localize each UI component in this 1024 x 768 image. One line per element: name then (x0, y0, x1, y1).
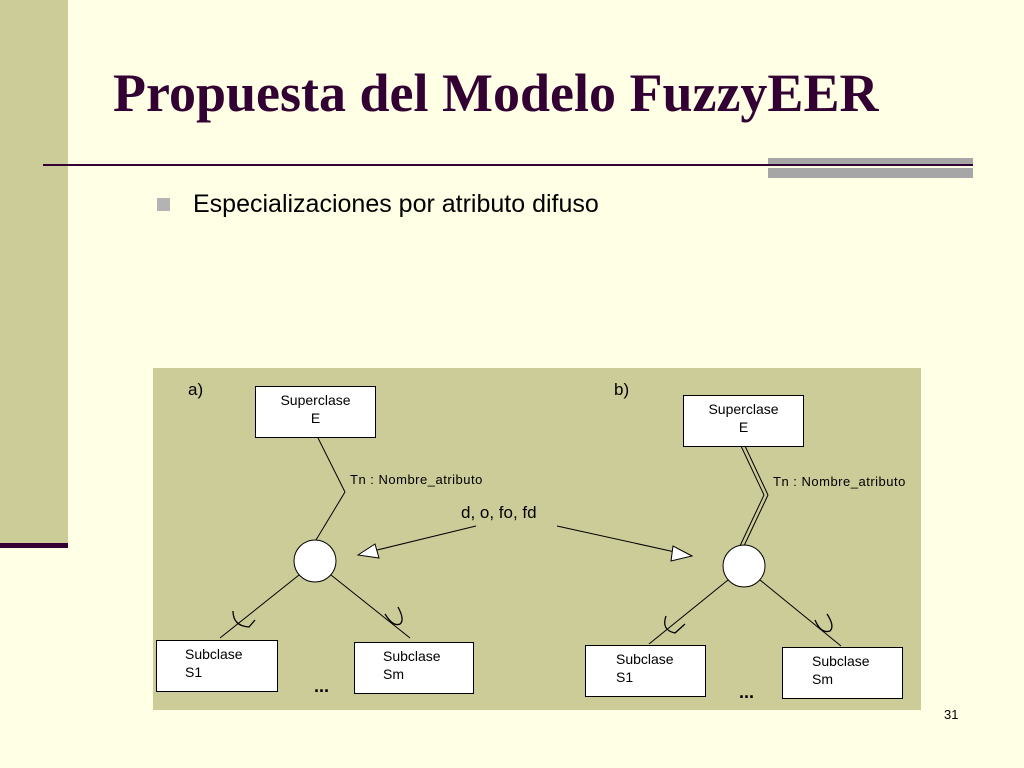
a-attribute-label: Tn : Nombre_atributo (350, 472, 483, 487)
a-attr-line-lower (315, 491, 346, 541)
b-superclass-name: Superclase (708, 401, 779, 417)
b-subclass-s1-name: Subclase (616, 651, 674, 667)
a-superclass-entity: E (310, 410, 321, 426)
a-subclass-sm-name: Subclase (383, 648, 441, 664)
a-superclass-box: Superclase E (255, 386, 376, 438)
b-subclass-s1-id: S1 (616, 669, 634, 685)
a-subset-symbol-sm (384, 606, 403, 626)
a-subclass-s1-name: Subclase (185, 646, 243, 662)
diagram-lines (219, 437, 842, 647)
b-superclass-box: Superclase E (683, 395, 804, 447)
a-label: a) (188, 380, 204, 399)
b-subclass-s1-box: Subclase S1 (585, 645, 706, 697)
b-label: b) (614, 380, 630, 399)
b-superclass-entity: E (738, 419, 749, 435)
b-subclass-sm-id: Sm (812, 671, 833, 687)
a-subclass-sm-box: Subclase Sm (354, 642, 474, 694)
b-attr-line-upper-2 (744, 445, 769, 496)
a-subclass-sm-id: Sm (383, 666, 404, 682)
b-ellipsis: ... (739, 682, 755, 702)
a-subset-symbol-s1 (232, 610, 256, 628)
arrow-to-b-line (556, 525, 676, 553)
slide-title: Propuesta del Modelo FuzzyEER (113, 63, 879, 123)
bullet-square-icon (157, 198, 170, 211)
accent-bar-top (768, 158, 973, 164)
a-superclass-name: Superclase (280, 392, 351, 408)
page-number: 31 (944, 707, 959, 722)
a-line-to-sm (330, 574, 411, 639)
arrow-to-b-head (670, 545, 694, 562)
a-subclass-s1-box: Subclase S1 (156, 640, 278, 692)
title-rule (43, 164, 973, 166)
left-band (0, 0, 68, 545)
bullet-text: Especializaciones por atributo difuso (193, 190, 599, 218)
a-specialization-circle (293, 539, 337, 583)
a-attr-line-upper (317, 437, 346, 493)
b-attr-line-lower-2 (742, 494, 769, 549)
b-specialization-circle (722, 544, 766, 588)
constraint-label: d, o, fo, fd (461, 503, 537, 522)
b-subclass-sm-name: Subclase (812, 653, 870, 669)
a-ellipsis: ... (314, 676, 330, 696)
a-line-to-s1 (219, 574, 300, 639)
a-subclass-s1-id: S1 (185, 664, 203, 680)
b-line-to-s1 (648, 579, 729, 645)
b-attribute-label: Tn : Nombre_atributo (773, 474, 906, 489)
b-subset-symbol-s1 (664, 615, 686, 634)
b-attr-line-lower-1 (738, 494, 765, 549)
accent-bar-bottom (768, 168, 973, 178)
arrow-to-a-head (356, 543, 380, 559)
b-line-to-sm (759, 579, 842, 647)
specialization-diagram: a) Superclase E Tn : Nombre_atributo Sub… (153, 368, 921, 710)
b-attr-line-upper-1 (740, 445, 765, 496)
b-subset-symbol-sm (814, 613, 833, 633)
left-band-rule (0, 543, 68, 548)
arrow-to-a-line (372, 525, 477, 552)
b-subclass-sm-box: Subclase Sm (782, 647, 903, 699)
